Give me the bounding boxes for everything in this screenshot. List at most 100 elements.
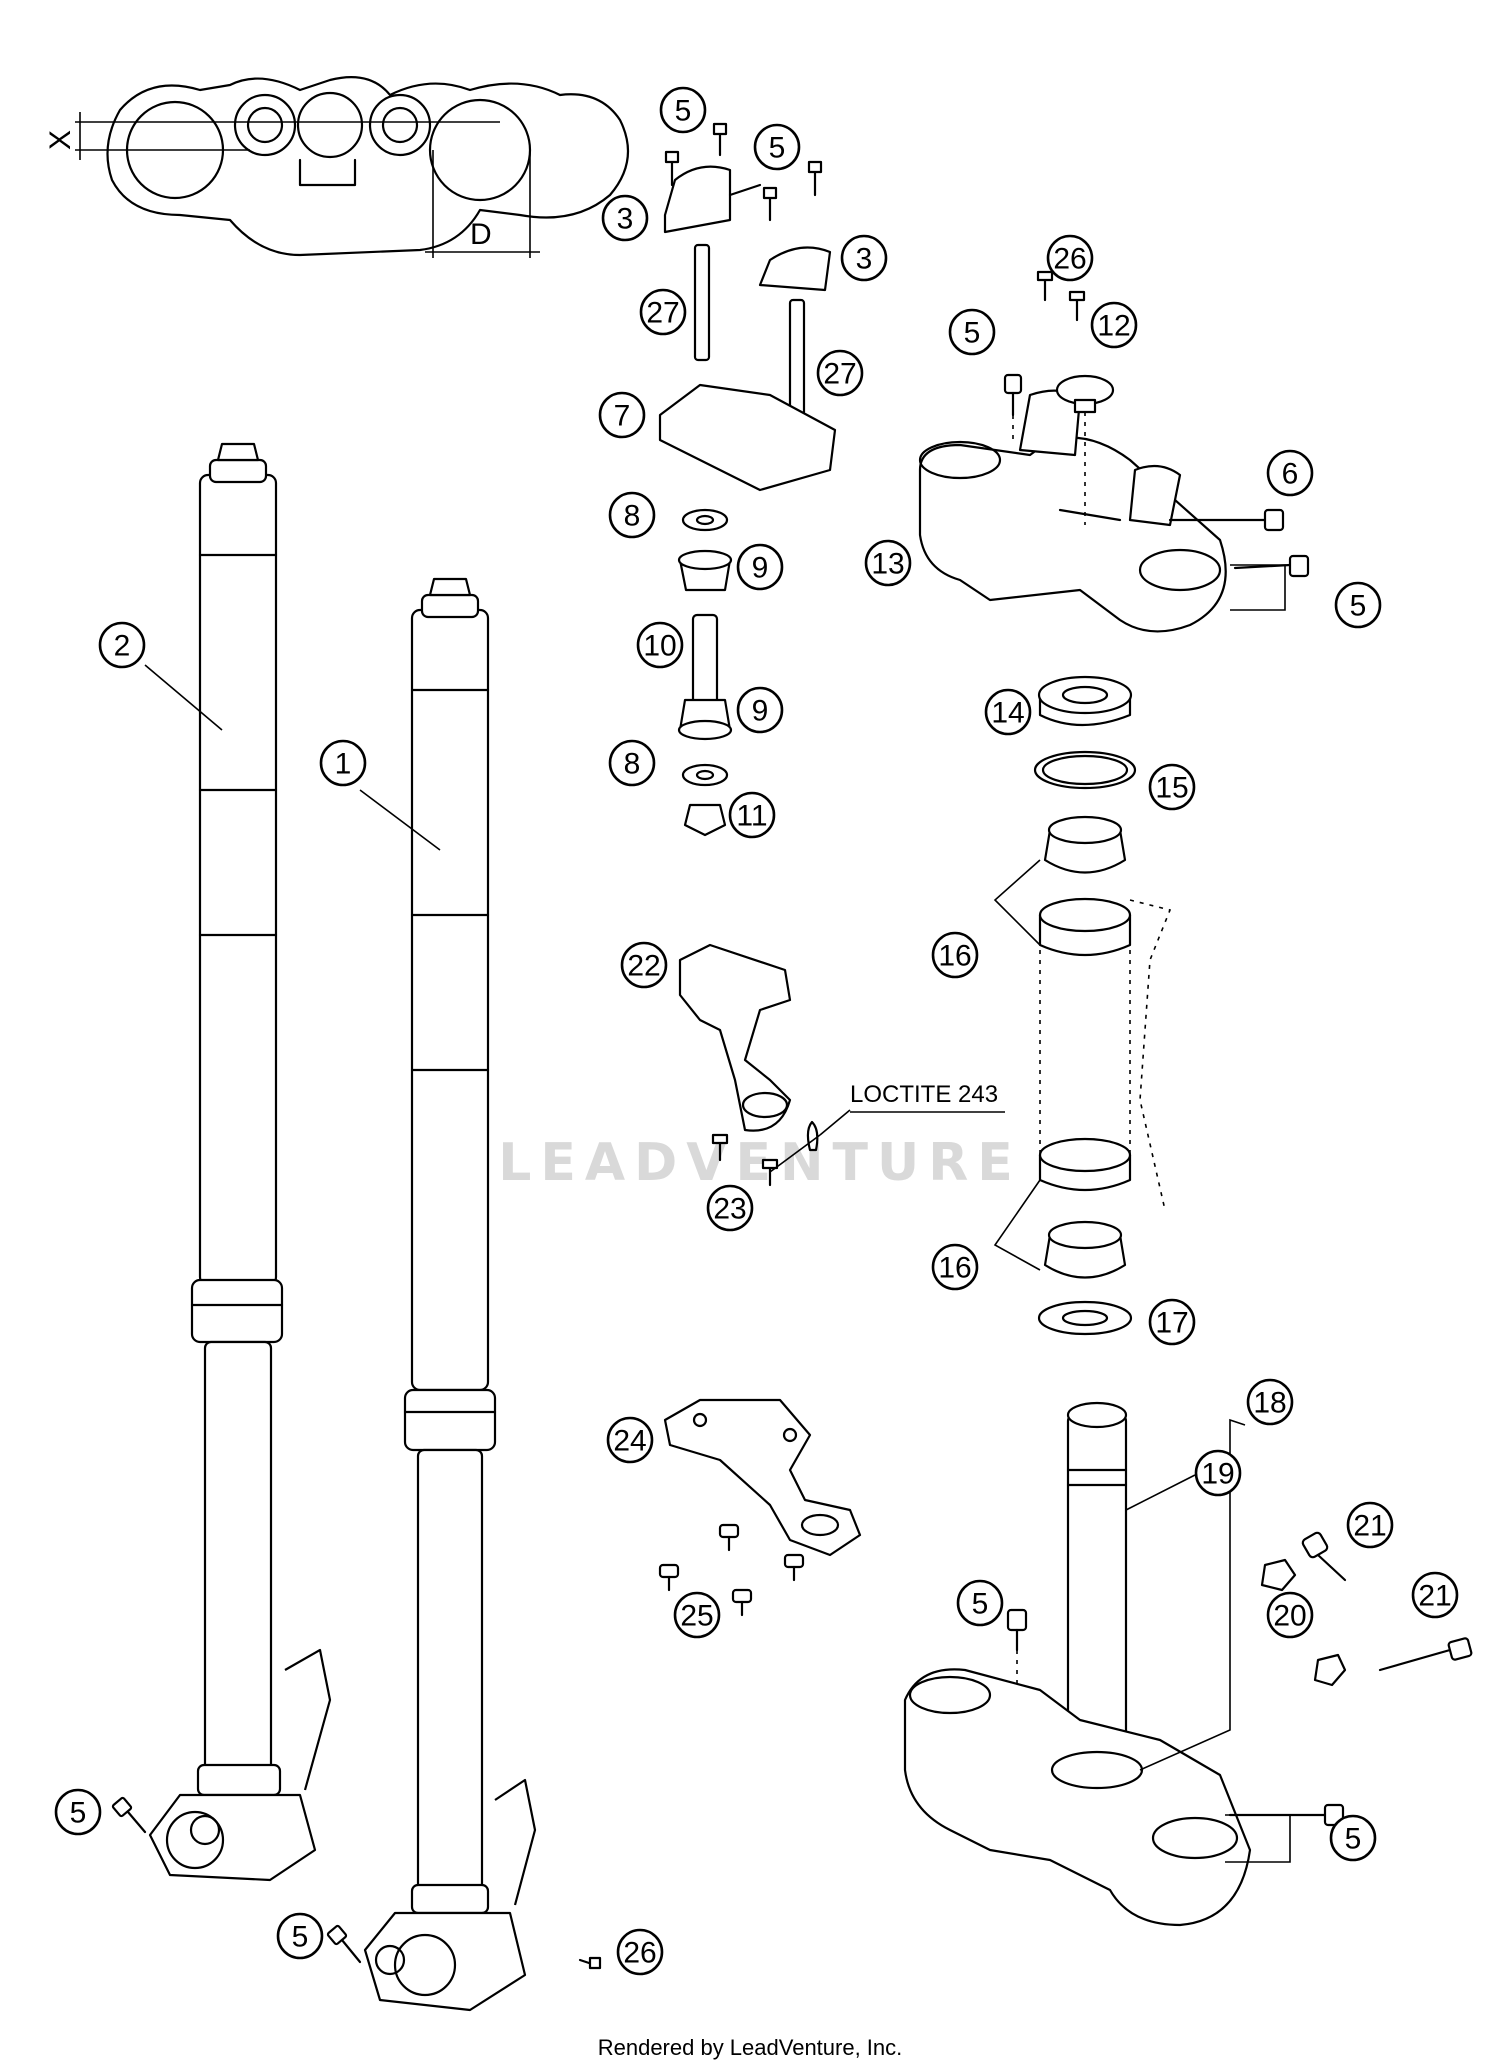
screw-23 xyxy=(711,1133,779,1187)
callout-number: 21 xyxy=(1418,1580,1451,1613)
bearing-cup-16-lower xyxy=(1038,1137,1132,1192)
callout-5: 5 xyxy=(1329,1814,1377,1862)
fork-leg-1 xyxy=(363,577,537,2012)
callout-number: 25 xyxy=(680,1600,713,1633)
callout-21: 21 xyxy=(1346,1501,1394,1549)
callout-5: 5 xyxy=(659,86,707,134)
steering-axis-cone xyxy=(1129,899,1172,1211)
sleeve-10 xyxy=(691,613,719,707)
callout-1: 1 xyxy=(319,739,367,787)
bolt-21-upper xyxy=(1301,1531,1347,1582)
o-ring-15 xyxy=(1033,750,1137,790)
callout-number: 5 xyxy=(675,95,692,128)
callout-number: 8 xyxy=(624,748,641,781)
fork-clamp-bolt-left xyxy=(111,1796,147,1834)
callout-circle xyxy=(736,543,784,591)
callouts: 1233555555556788991011121314151616171819… xyxy=(54,86,1459,1976)
bracket-16-lower xyxy=(993,1179,1041,1271)
callout-16: 16 xyxy=(931,931,979,979)
callout-number: 5 xyxy=(70,1797,87,1830)
clamp-top-3-right xyxy=(758,246,832,292)
pinch-bolt-6 xyxy=(1168,508,1285,532)
callout-number: 1 xyxy=(335,748,352,781)
callout-circle xyxy=(636,621,684,669)
callout-23: 23 xyxy=(706,1184,754,1232)
callout-number: 27 xyxy=(646,297,679,330)
bracket-18 xyxy=(1139,1418,1246,1771)
callout-circle xyxy=(864,539,912,587)
callout-circle xyxy=(840,234,888,282)
clamp-screws-27 xyxy=(693,243,806,417)
callout-number: 24 xyxy=(613,1425,646,1458)
callout-circle xyxy=(1246,1378,1294,1426)
callout-number: 2 xyxy=(114,630,131,663)
callout-19: 19 xyxy=(1194,1449,1242,1497)
bracket-5-upper xyxy=(1230,564,1286,611)
callout-26: 26 xyxy=(616,1928,664,1976)
callout-3: 3 xyxy=(840,234,888,282)
callout-circle xyxy=(1346,1501,1394,1549)
watermark: LEADVENTURE xyxy=(498,1133,1022,1193)
callout-number: 16 xyxy=(938,940,971,973)
callout-circle xyxy=(98,621,146,669)
loctite-drop xyxy=(806,1120,819,1152)
callout-circle xyxy=(598,391,646,439)
clamp-top-3-left xyxy=(663,165,762,234)
callout-number: 14 xyxy=(991,697,1024,730)
callout-circle xyxy=(1194,1449,1242,1497)
callout-number: 9 xyxy=(752,695,769,728)
dust-seal-14 xyxy=(1037,675,1133,727)
callout-24: 24 xyxy=(606,1416,654,1464)
loctite-note: LOCTITE 243 xyxy=(850,1081,998,1108)
callout-number: 7 xyxy=(614,400,631,433)
rubber-bushing-9-top xyxy=(677,549,733,592)
clamp-bolts-5 xyxy=(664,122,823,222)
leader-19 xyxy=(1125,1474,1196,1511)
callout-number: 8 xyxy=(624,500,641,533)
callout-circle xyxy=(956,1579,1004,1627)
callout-3: 3 xyxy=(601,194,649,242)
callout-18: 18 xyxy=(1246,1378,1294,1426)
callout-9: 9 xyxy=(736,543,784,591)
nut-20 xyxy=(1260,1558,1347,1687)
callout-circle xyxy=(620,941,668,989)
loctite-leader-screw xyxy=(769,1134,821,1173)
bolt-21-lower xyxy=(1378,1637,1473,1672)
callout-number: 20 xyxy=(1273,1600,1306,1633)
callout-14: 14 xyxy=(984,688,1032,736)
callout-12: 12 xyxy=(1090,301,1138,349)
callout-circle xyxy=(276,1912,324,1960)
callout-number: 3 xyxy=(617,203,634,236)
callout-5: 5 xyxy=(1334,581,1382,629)
lower-clamp-7 xyxy=(658,383,837,492)
washer-8-bottom xyxy=(681,763,729,787)
callout-number: 5 xyxy=(1345,1823,1362,1856)
callout-circle xyxy=(659,86,707,134)
bearing-16-lower xyxy=(1043,1220,1127,1279)
callout-number: 27 xyxy=(823,358,856,391)
callout-number: 19 xyxy=(1201,1458,1234,1491)
callout-circle xyxy=(1329,1814,1377,1862)
callout-number: 5 xyxy=(1350,590,1367,623)
callout-10: 10 xyxy=(636,621,684,669)
loctite-leader-line xyxy=(819,1109,851,1136)
callout-number: 26 xyxy=(623,1937,656,1970)
callout-16: 16 xyxy=(931,1243,979,1291)
callout-number: 5 xyxy=(972,1588,989,1621)
callout-number: 3 xyxy=(856,243,873,276)
callout-circle xyxy=(608,491,656,539)
rubber-bushing-9-bottom xyxy=(677,698,733,741)
callout-circle xyxy=(931,1243,979,1291)
callout-25: 25 xyxy=(673,1591,721,1639)
bolt-5-upper-clamp xyxy=(1003,373,1023,417)
leader-2 xyxy=(144,664,223,731)
callout-8: 8 xyxy=(608,739,656,787)
bracket-24 xyxy=(663,1398,862,1557)
callout-circle xyxy=(319,739,367,787)
callout-circle xyxy=(606,1416,654,1464)
callout-5: 5 xyxy=(753,123,801,171)
callout-circle xyxy=(753,123,801,171)
dimension-d-label: D xyxy=(470,218,492,251)
lower-triple-clamp-18 xyxy=(903,1668,1252,1927)
